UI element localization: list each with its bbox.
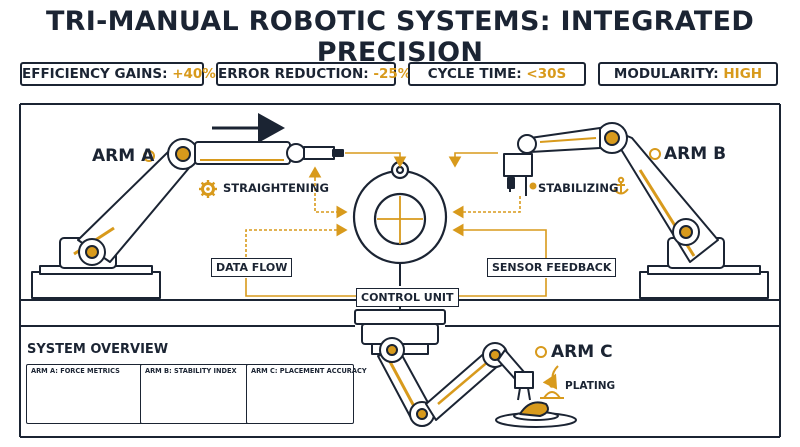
arm-b-indicator-icon: [649, 148, 661, 160]
metric-value: -25%: [373, 66, 412, 82]
metric-label: ERROR REDUCTION:: [218, 66, 374, 82]
control-unit-label: CONTROL UNIT: [356, 288, 459, 307]
metric-value: HIGH: [723, 66, 763, 82]
arm-c-robot: [354, 309, 577, 428]
chart-title: ARM A: FORCE METRICS: [31, 367, 120, 375]
plating-arrow-icon: [542, 365, 559, 390]
chart-title: ARM B: STABILITY INDEX: [145, 367, 237, 375]
metric-efficiency-gains: EFFICIENCY GAINS: +40%: [20, 62, 216, 86]
arm-b-robot: [503, 122, 769, 299]
anchor-icon: [613, 176, 629, 195]
arm-b-label: ARM B: [664, 144, 727, 164]
arm-b-action-label: STABILIZING: [538, 181, 619, 195]
flow-lines: [245, 152, 547, 297]
metric-label: EFFICIENCY GAINS:: [22, 66, 173, 82]
arm-a-indicator-icon: [143, 150, 155, 162]
arm-c-label: ARM C: [551, 342, 613, 362]
arm-a-action-label: STRAIGHTENING: [223, 181, 329, 195]
metric-value: <30S: [526, 66, 567, 82]
cloche-icon: [540, 382, 564, 399]
metric-value: +40%: [172, 66, 216, 82]
metric-modularity: MODULARITY: HIGH: [598, 62, 778, 86]
arm-a-label: ARM A: [92, 146, 155, 166]
metric-label: MODULARITY:: [613, 66, 724, 82]
system-overview-title: SYSTEM OVERVIEW: [27, 342, 169, 357]
arm-c-action-label: PLATING: [565, 380, 616, 392]
arm-c-indicator-icon: [535, 346, 547, 358]
metric-cycle-time: CYCLE TIME: <30S: [408, 62, 586, 86]
arm-a-robot: [31, 138, 344, 299]
arm-b-stability-index-chart: ARM B: STABILITY INDEX: [140, 364, 264, 424]
metric-label: CYCLE TIME:: [427, 66, 527, 82]
gear-icon: [199, 180, 217, 198]
chart-title: ARM C: PLACEMENT ACCURACY: [251, 367, 367, 375]
data-flow-label: DATA FLOW: [211, 258, 293, 277]
arm-a-force-metrics-chart: ARM A: FORCE METRICS: [26, 364, 150, 424]
sensor-feedback-label: SENSOR FEEDBACK: [487, 258, 617, 277]
page-title: TRI-MANUAL ROBOTIC SYSTEMS: INTEGRATED P…: [45, 6, 755, 68]
metric-error-reduction: ERROR REDUCTION: -25%: [216, 62, 411, 86]
arm-c-placement-accuracy-chart: ARM C: PLACEMENT ACCURACY: [246, 364, 367, 424]
